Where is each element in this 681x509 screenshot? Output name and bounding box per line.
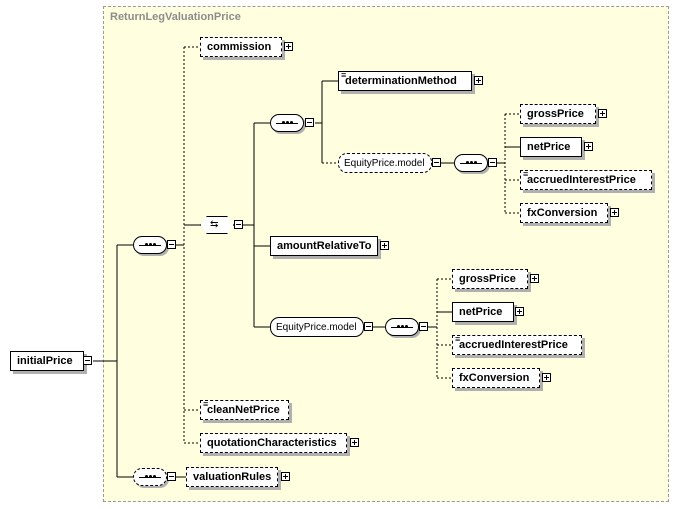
expand-icon[interactable] xyxy=(284,42,293,51)
sequence-compositor-bottom[interactable] xyxy=(133,468,167,486)
sequence-compositor-main[interactable] xyxy=(133,236,167,254)
element-amountRelativeTo[interactable]: amountRelativeTo xyxy=(270,236,378,256)
frame-title: ReturnLegValuationPrice xyxy=(110,11,241,23)
root-element-initialPrice[interactable]: initialPrice xyxy=(10,351,84,371)
choice-icon: ⇆ xyxy=(210,219,219,230)
element-netPrice[interactable]: netPrice xyxy=(452,302,514,322)
collapse-icon[interactable] xyxy=(432,158,441,167)
sequence-compositor-equity-1[interactable] xyxy=(454,154,488,172)
element-quotationCharacteristics[interactable]: quotationCharacteristics xyxy=(200,433,347,453)
collapse-icon[interactable] xyxy=(83,356,92,365)
element-netPrice[interactable]: netPrice xyxy=(520,137,582,157)
element-determinationMethod[interactable]: determinationMethod xyxy=(338,70,472,91)
expand-icon[interactable] xyxy=(281,472,290,481)
expand-icon[interactable] xyxy=(380,241,389,250)
collapse-icon[interactable] xyxy=(167,240,176,249)
expand-icon[interactable] xyxy=(474,76,483,85)
element-commission[interactable]: commission xyxy=(200,37,282,57)
collapse-icon[interactable] xyxy=(234,220,243,229)
element-grossPrice[interactable]: grossPrice xyxy=(452,269,528,289)
expand-icon[interactable] xyxy=(610,208,619,217)
element-fxConversion[interactable]: fxConversion xyxy=(520,203,608,223)
collapse-icon[interactable] xyxy=(488,158,497,167)
expand-icon[interactable] xyxy=(515,307,524,316)
expand-icon[interactable] xyxy=(350,438,359,447)
element-fxConversion[interactable]: fxConversion xyxy=(452,368,540,388)
element-grossPrice[interactable]: grossPrice xyxy=(520,104,596,124)
group-equity-price-model[interactable]: EquityPrice.model xyxy=(338,153,432,173)
sequence-compositor-equity-2[interactable] xyxy=(385,318,419,336)
expand-icon[interactable] xyxy=(598,109,607,118)
expand-icon[interactable] xyxy=(584,142,593,151)
group-equity-price-model[interactable]: EquityPrice.model xyxy=(270,317,364,337)
sequence-compositor-top[interactable] xyxy=(270,114,304,132)
choice-compositor[interactable]: ⇆ xyxy=(200,216,234,234)
element-valuationRules[interactable]: valuationRules xyxy=(186,467,278,487)
element-accruedInterestPrice[interactable]: accruedInterestPrice xyxy=(520,169,652,190)
element-cleanNetPrice[interactable]: cleanNetPrice xyxy=(200,399,289,420)
element-accruedInterestPrice[interactable]: accruedInterestPrice xyxy=(452,334,582,355)
collapse-icon[interactable] xyxy=(364,322,373,331)
expand-icon[interactable] xyxy=(542,373,551,382)
collapse-icon[interactable] xyxy=(305,118,314,127)
expand-icon[interactable] xyxy=(530,274,539,283)
collapse-icon[interactable] xyxy=(167,472,176,481)
collapse-icon[interactable] xyxy=(419,322,428,331)
